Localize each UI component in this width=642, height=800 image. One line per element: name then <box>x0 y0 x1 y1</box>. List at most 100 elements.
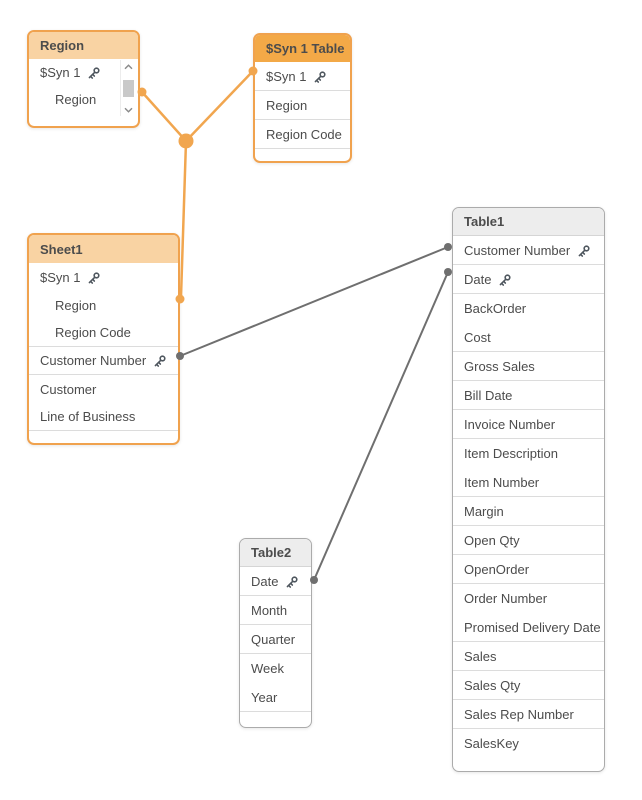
field-label: Date <box>251 573 279 589</box>
field-label: Order Number <box>464 591 548 606</box>
field-label: Line of Business <box>40 409 136 424</box>
scroll-up-icon[interactable] <box>122 62 136 71</box>
connector-dot <box>444 243 452 251</box>
connector-junction-dot <box>178 133 194 149</box>
field-row-open-qty[interactable]: Open Qty <box>453 526 604 555</box>
field-row-margin[interactable]: Margin <box>453 497 604 526</box>
connector-dot <box>444 268 452 276</box>
field-row-quarter[interactable]: Quarter <box>240 625 311 654</box>
field-label: Date <box>464 271 492 287</box>
field-label: Gross Sales <box>464 358 535 374</box>
field-row-date[interactable]: Date <box>453 265 604 294</box>
table-title-syn1-table[interactable]: $Syn 1 Table <box>255 35 350 62</box>
field-row-promised-delivery-date[interactable]: Promised Delivery Date <box>453 613 604 642</box>
field-row-year[interactable]: Year <box>240 683 311 712</box>
field-row-region[interactable]: Region <box>29 86 138 113</box>
field-label: $Syn 1 <box>40 269 81 285</box>
connector-line-customer-number-link <box>179 246 449 357</box>
field-label: Item Number <box>464 474 540 490</box>
field-row-region-code[interactable]: Region Code <box>255 120 350 149</box>
field-label: Promised Delivery Date <box>464 619 601 635</box>
table-title-region[interactable]: Region <box>29 32 138 59</box>
key-icon <box>498 273 512 287</box>
connector-line-date-link <box>313 271 449 581</box>
table-scrollbar[interactable] <box>120 60 136 116</box>
table-title-table2[interactable]: Table2 <box>240 539 311 567</box>
field-row-item-number[interactable]: Item Number <box>453 468 604 497</box>
field-label: Bill Date <box>464 387 513 403</box>
field-row-line-of-business[interactable]: Line of Business <box>29 403 178 431</box>
connector-line-synthetic-key-link <box>140 90 188 143</box>
field-label: BackOrder <box>464 301 527 316</box>
field-label: Region <box>266 97 308 113</box>
field-label: Item Description <box>464 446 558 461</box>
field-row-openorder[interactable]: OpenOrder <box>453 555 604 584</box>
field-row-gross-sales[interactable]: Gross Sales <box>453 352 604 381</box>
field-label: Sales Qty <box>464 677 521 693</box>
field-label: Quarter <box>251 631 296 647</box>
field-row-region[interactable]: Region <box>255 91 350 120</box>
field-label: Region Code <box>266 126 342 142</box>
table-node-region[interactable]: Region $Syn 1 Region <box>27 30 140 128</box>
field-label: Margin <box>464 503 504 519</box>
field-label: Cost <box>464 329 491 345</box>
field-row-item-description[interactable]: Item Description <box>453 439 604 468</box>
field-row-backorder[interactable]: BackOrder <box>453 294 604 323</box>
field-label: $Syn 1 <box>266 68 307 84</box>
field-row-invoice-number[interactable]: Invoice Number <box>453 410 604 439</box>
field-label: OpenOrder <box>464 561 530 577</box>
field-row-cost[interactable]: Cost <box>453 323 604 352</box>
field-row-saleskey[interactable]: SalesKey <box>453 729 604 758</box>
key-icon <box>577 244 590 258</box>
field-row-region-code[interactable]: Region Code <box>29 319 178 347</box>
field-row-sales-qty[interactable]: Sales Qty <box>453 671 604 700</box>
table-title-sheet1[interactable]: Sheet1 <box>29 235 178 263</box>
field-row-customer-number[interactable]: Customer Number <box>29 347 178 375</box>
field-label: Region <box>55 297 97 313</box>
field-row-customer-number[interactable]: Customer Number <box>453 236 604 265</box>
key-icon <box>87 67 101 80</box>
field-row-date[interactable]: Date <box>240 567 311 596</box>
field-label: Week <box>251 661 284 676</box>
field-label: Region <box>55 92 97 107</box>
field-label: Customer <box>40 381 97 397</box>
table-title-table1[interactable]: Table1 <box>453 208 604 236</box>
key-icon <box>313 70 327 84</box>
field-label: SalesKey <box>464 736 519 751</box>
field-row-customer[interactable]: Customer <box>29 375 178 403</box>
field-label: Open Qty <box>464 532 520 548</box>
connector-line-synthetic-key-link <box>184 69 255 143</box>
field-label: Sales <box>464 648 497 664</box>
key-icon <box>153 355 166 368</box>
field-row-sales[interactable]: Sales <box>453 642 604 671</box>
field-row-region[interactable]: Region <box>29 291 178 319</box>
scrollbar-thumb[interactable] <box>123 79 134 97</box>
field-label: Customer Number <box>464 242 571 258</box>
scroll-down-icon[interactable] <box>122 105 136 114</box>
field-row-syn-1[interactable]: $Syn 1 <box>29 59 138 86</box>
field-label: Sales Rep Number <box>464 706 574 722</box>
field-row-month[interactable]: Month <box>240 596 311 625</box>
key-icon <box>285 575 299 589</box>
connector-line-synthetic-key-link <box>179 139 188 299</box>
field-label: $Syn 1 <box>40 65 81 80</box>
field-label: Invoice Number <box>464 416 556 432</box>
table-body: $Syn 1 Region <box>29 59 138 116</box>
field-label: Customer Number <box>40 353 147 368</box>
field-row-bill-date[interactable]: Bill Date <box>453 381 604 410</box>
field-row-syn-1[interactable]: $Syn 1 <box>29 263 178 291</box>
key-icon <box>87 271 101 285</box>
field-row-sales-rep-number[interactable]: Sales Rep Number <box>453 700 604 729</box>
field-row-syn-1[interactable]: $Syn 1 <box>255 62 350 91</box>
field-label: Month <box>251 602 288 618</box>
field-row-week[interactable]: Week <box>240 654 311 683</box>
field-row-order-number[interactable]: Order Number <box>453 584 604 613</box>
